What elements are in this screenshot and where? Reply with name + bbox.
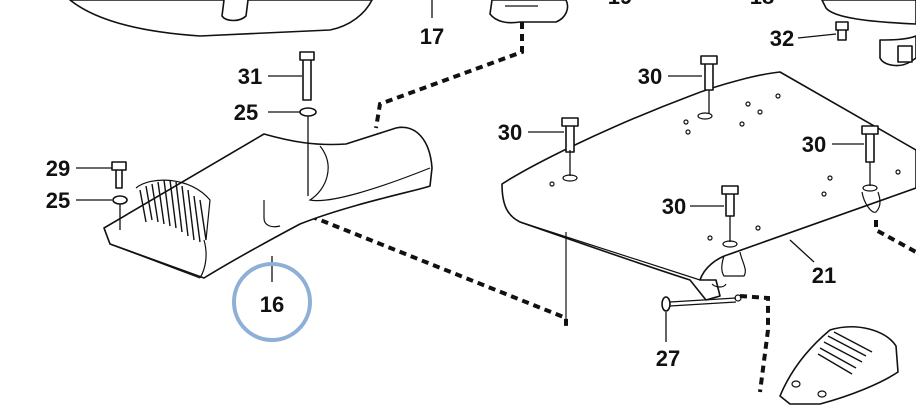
cover-vent-slots	[135, 179, 211, 243]
washer-25-a	[299, 107, 317, 117]
label-30-c: 30	[802, 132, 826, 157]
part-27-screw	[661, 296, 737, 312]
lower-vent-slots	[817, 331, 873, 375]
label-25-lower: 25	[46, 188, 70, 213]
upper-cover-fragment	[69, 0, 373, 37]
part-16-cover	[103, 126, 433, 279]
label-18-partial: 18	[750, 0, 774, 9]
bolt-29	[111, 161, 127, 189]
top-right-mount	[821, 0, 916, 67]
highlight-circle	[232, 262, 312, 342]
label-17: 17	[420, 24, 444, 49]
part-21-plate	[501, 71, 916, 320]
label-21: 21	[812, 263, 836, 288]
bolt-30-b	[700, 55, 718, 91]
label-31: 31	[238, 64, 262, 89]
label-30-a: 30	[498, 120, 522, 145]
label-30-b: 30	[638, 64, 662, 89]
lower-right-cover	[779, 326, 899, 405]
leader-lines	[76, 0, 871, 342]
label-25-upper: 25	[234, 100, 258, 125]
bolt-31	[299, 51, 315, 101]
top-bracket	[489, 0, 569, 24]
bolts	[111, 21, 879, 217]
bolt-32	[835, 21, 849, 41]
bolt-30-d	[721, 185, 739, 217]
label-27: 27	[656, 346, 680, 371]
bolt-30-a	[561, 117, 579, 153]
label-30-d: 30	[662, 194, 686, 219]
label-29: 29	[46, 156, 70, 181]
washer-25-b	[112, 195, 128, 205]
label-32: 32	[770, 26, 794, 51]
label-19-partial: 19	[608, 0, 632, 9]
label-16: 16	[260, 292, 284, 317]
callout-labels: 16 17 21 25 25 27 29 30 30 30 30 31 32 1…	[46, 0, 836, 371]
